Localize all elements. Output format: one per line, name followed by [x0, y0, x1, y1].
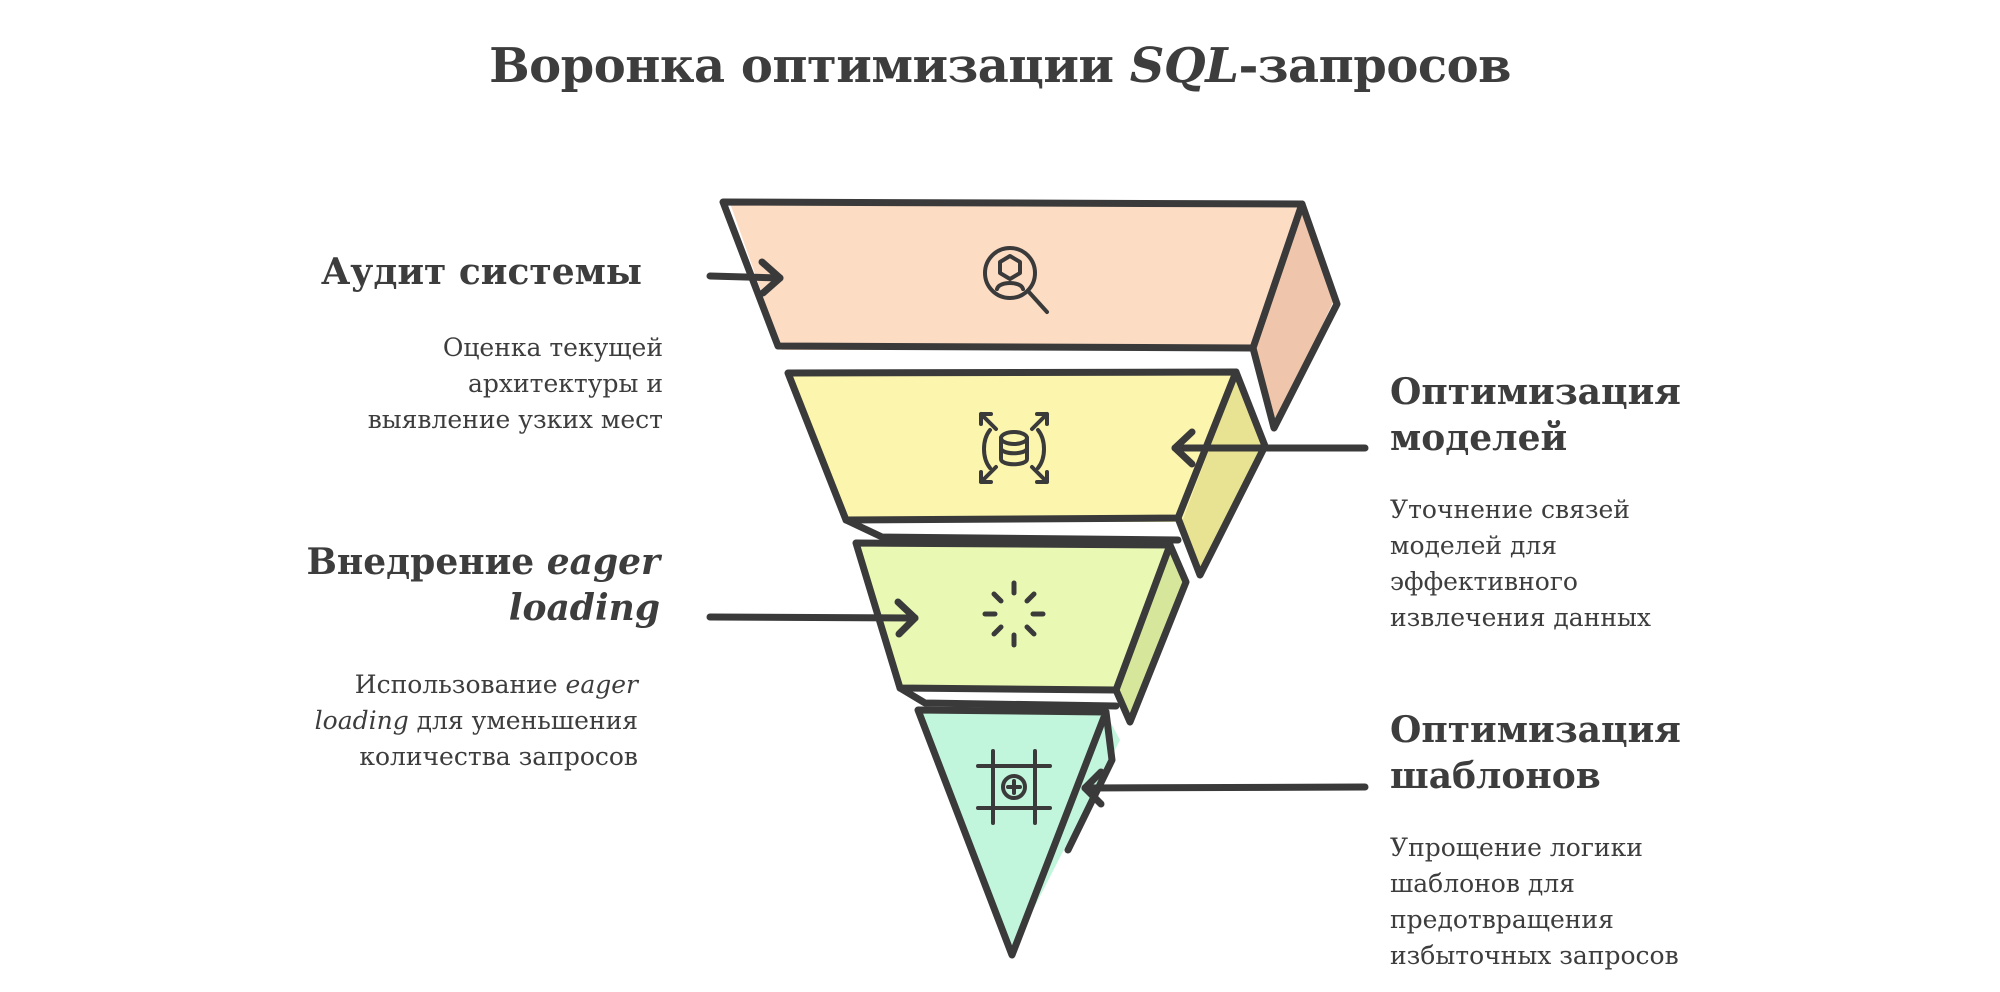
arrow-models: [1171, 428, 1369, 468]
stage-heading-templates: Оптимизация шаблонов: [1390, 709, 1681, 797]
funnel-stage-models: [784, 368, 1269, 579]
stage-heading-audit: Аудит системы: [320, 251, 642, 293]
stage-description-audit: Оценка текущей архитектуры и выявление у…: [367, 333, 663, 434]
stage-heading-models: Оптимизация моделей: [1390, 371, 1681, 459]
stage-description-models: Уточнение связей моделей для эффективног…: [1390, 495, 1652, 632]
funnel-stage-eager: [852, 539, 1190, 726]
page-title: Воронка оптимизации SQL-запросов: [489, 38, 1511, 94]
frame-plus-icon: [976, 749, 1052, 825]
arrow-eager: [706, 598, 919, 638]
arrow-audit: [706, 258, 784, 297]
loading-spinner-icon: [982, 580, 1046, 648]
magnifier-cube-icon: [983, 246, 1049, 314]
database-expand-icon: [979, 412, 1049, 484]
stage-description-templates: Упрощение логики шаблонов для предотвращ…: [1390, 833, 1679, 970]
funnel-stage-audit: [719, 198, 1341, 432]
funnel-stage-templates: [914, 706, 1120, 959]
arrow-templates: [1081, 768, 1369, 808]
